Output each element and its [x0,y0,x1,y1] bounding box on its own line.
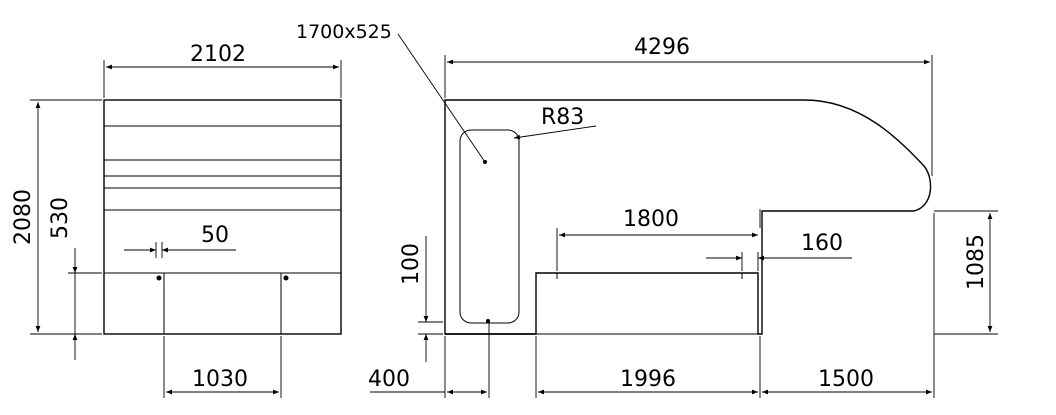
dim-step-length: 1500 [818,367,874,392]
label-corner-radius: R83 [541,105,584,130]
front-view: 2102 2080 530 50 1030 [11,42,342,398]
dim-front-height: 2080 [11,189,36,245]
front-outline [103,99,342,335]
dim-platform-offset: 160 [801,231,843,256]
side-view: 1700x525 R83 4296 1800 160 100 1085 [296,21,998,398]
label-panel-size: 1700x525 [296,21,392,43]
dim-front-width: 2102 [190,42,246,67]
dim-step-height: 1085 [964,234,989,290]
dim-base-clearance: 100 [399,243,424,285]
side-outline [444,99,932,335]
dim-platform-width: 1800 [623,207,679,232]
dim-leg-height: 530 [48,197,73,239]
dim-post-thickness: 50 [201,223,229,248]
dim-left-offset: 400 [368,367,410,392]
dim-platform-length: 1996 [620,367,676,392]
dim-leg-spacing: 1030 [192,367,248,392]
dim-overall-length: 4296 [634,35,690,60]
inner-panel [459,129,520,324]
